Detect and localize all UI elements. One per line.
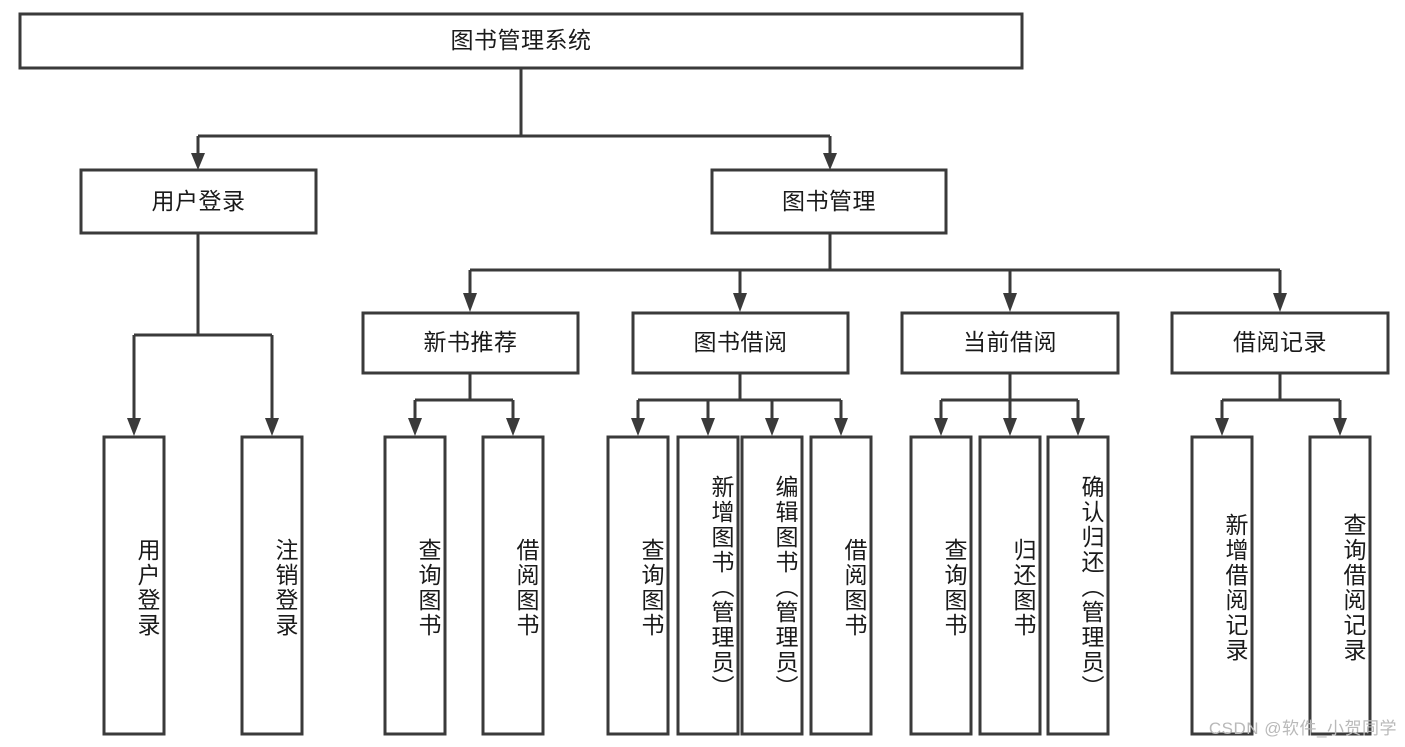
csdn-watermark: CSDN @软件_小贺同学 [1208,719,1397,738]
connector-root-to-level2 [191,68,837,170]
node-leaf-book-borrow-3[interactable] [809,435,873,736]
node-user-login[interactable] [79,168,318,235]
node-root[interactable] [18,12,1024,70]
connector-current-borrow-to-leaves [934,373,1085,436]
node-leaf-book-borrow-0[interactable] [606,435,670,736]
node-leaf-book-borrow-1[interactable] [676,435,740,736]
node-new-book-recommend[interactable] [361,311,580,375]
node-current-borrow[interactable] [900,311,1120,375]
connector-new-book-to-leaves [408,373,520,436]
node-leaf-borrow-record-1[interactable] [1308,435,1372,736]
connector-borrow-record-to-leaves [1215,373,1347,436]
node-leaf-new-book-0[interactable] [383,435,447,736]
connector-book-borrow-to-leaves [631,373,848,436]
node-leaf-new-book-1[interactable] [481,435,545,736]
node-borrow-record[interactable] [1170,311,1390,375]
node-leaf-user-login-0[interactable] [102,435,166,736]
node-leaf-current-borrow-1[interactable] [978,435,1042,736]
node-leaf-current-borrow-0[interactable] [909,435,973,736]
node-leaf-user-login-1[interactable] [240,435,304,736]
connector-book-manage-to-level3 [463,233,1287,312]
node-leaf-current-borrow-2[interactable] [1046,435,1110,736]
node-book-manage[interactable] [710,168,948,235]
node-leaf-book-borrow-2[interactable] [740,435,804,736]
node-leaf-borrow-record-0[interactable] [1190,435,1254,736]
connector-user-login-to-leaves [127,233,279,436]
node-book-borrow[interactable] [631,311,850,375]
